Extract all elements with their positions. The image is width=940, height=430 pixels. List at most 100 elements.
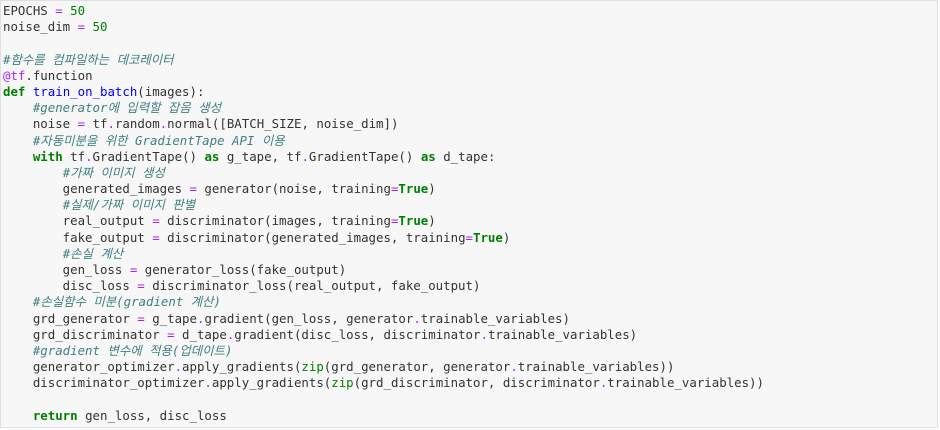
code-token: fake_output [3, 229, 153, 245]
code-token: discriminator_optimizer [3, 375, 205, 391]
code-line: #gradient 변수에 적용(업데이트) [3, 343, 764, 359]
code-line: @tf.function [3, 68, 764, 84]
code-token: discriminator(generated_images, training [159, 229, 466, 245]
code-token: normal([BATCH_SIZE, noise_dim]) [167, 116, 399, 132]
code-line: #함수를 컴파일하는 데코레이터 [3, 52, 764, 68]
comment-token: #손실 계산 [62, 245, 124, 261]
operator-token: = [137, 310, 145, 326]
operator-token: = [465, 229, 473, 245]
number-token: 50 [92, 19, 108, 35]
keyword-token: True [473, 229, 503, 245]
code-token: random [114, 116, 160, 132]
code-token: generator(noise, training [196, 181, 391, 197]
keyword-token: as [204, 148, 220, 164]
comment-token: #실제/가짜 이미지 판별 [62, 197, 196, 213]
code-token: gen_loss [3, 262, 130, 277]
code-token: grd_discriminator [3, 326, 168, 342]
operator-token: = [55, 3, 63, 18]
decorator-token: @tf [3, 67, 26, 83]
code-line: generated_images = generator(noise, trai… [3, 181, 764, 197]
code-token: (grd_generator, generator [323, 359, 511, 375]
code-token [85, 19, 92, 34]
operator-token: . [174, 359, 183, 375]
code-token: generator_optimizer [3, 359, 175, 375]
code-token: trainable_variables) [487, 326, 638, 342]
function-name-token: train_on_batch [32, 83, 138, 99]
code-token: GradientTape() [308, 148, 421, 164]
code-line: #손실함수 미분(gradient 계산) [3, 294, 764, 310]
builtin-token: zip [331, 375, 354, 391]
code-line: grd_generator = g_tape.gradient(gen_loss… [3, 311, 764, 327]
code-token: (grd_discriminator, discriminator [353, 375, 600, 391]
code-line [3, 392, 764, 408]
code-token [3, 246, 63, 261]
operator-token: = [152, 229, 160, 245]
code-token [3, 149, 33, 164]
code-line: grd_discriminator = d_tape.gradient(disc… [3, 327, 764, 343]
code-line: #자동미분을 위한 GradientTape API 이용 [3, 133, 764, 149]
operator-token: . [85, 148, 93, 164]
code-token: g_tape, tf [219, 148, 302, 164]
code-token: .function [25, 67, 93, 83]
code-token: discriminator(images, training [159, 213, 391, 229]
code-line: #손실 계산 [3, 246, 764, 262]
code-token: trainable_variables)) [607, 375, 764, 391]
operator-token: . [599, 375, 608, 391]
code-line: fake_output = discriminator(generated_im… [3, 230, 764, 246]
code-line: return gen_loss, disc_loss [3, 408, 764, 424]
code-token [3, 197, 63, 212]
code-token [3, 133, 33, 148]
code-token: (images): [137, 83, 205, 99]
code-token: tf [62, 148, 86, 164]
operator-token: = [167, 326, 175, 342]
code-line: with tf.GradientTape() as g_tape, tf.Gra… [3, 149, 764, 165]
operator-token: = [77, 116, 86, 132]
code-token [3, 294, 33, 309]
code-token: disc_loss [3, 278, 138, 294]
code-token: trainable_variables)) [517, 359, 675, 375]
keyword-token: True [398, 213, 429, 229]
code-line: generator_optimizer.apply_gradients(zip(… [3, 359, 764, 375]
code-token: gradient(disc_loss, discriminator [234, 326, 481, 342]
code-token: discriminator_loss(real_output, fake_out… [144, 278, 481, 294]
code-token: generated_images [3, 181, 190, 197]
code-token: trainable_variables) [420, 310, 570, 326]
comment-token: #generator에 입력할 잡음 생성 [32, 100, 222, 116]
code-token [3, 343, 33, 358]
code-token [3, 165, 63, 180]
comment-token: #gradient 변수에 적용(업데이트) [32, 342, 233, 358]
code-token: tf [85, 116, 108, 132]
code-line: EPOCHS = 50 [3, 3, 764, 19]
code-token: gradient(gen_loss, generator [204, 310, 414, 326]
code-line: discriminator_optimizer. apply_gradients(… [3, 375, 764, 391]
code-token: ) [428, 213, 436, 229]
code-line: real_output = discriminator(images, trai… [3, 213, 764, 229]
builtin-token: zip [301, 359, 324, 375]
code-token: g_tape [144, 310, 197, 326]
code-token [3, 100, 33, 115]
code-token: d_tape [174, 326, 227, 342]
comment-token: #함수를 컴파일하는 데코레이터 [3, 51, 174, 67]
code-token: generator_loss(fake_output) [137, 262, 347, 277]
code-token: apply_gradients( [182, 359, 302, 375]
code-token [3, 408, 33, 423]
operator-token: . [480, 326, 488, 342]
code-line: #generator에 입력할 잡음 생성 [3, 100, 764, 116]
operator-token: . [107, 116, 115, 132]
keyword-token: as [420, 148, 436, 164]
comment-token: #자동미분을 위한 GradientTape API 이용 [32, 132, 285, 148]
code-line: #실제/가짜 이미지 판별 [3, 197, 764, 213]
code-line: gen_loss = generator_loss(fake_output) [3, 262, 764, 278]
operator-token: = [152, 213, 160, 229]
operator-token: = [189, 181, 197, 197]
code-token: d_tape: [435, 148, 496, 164]
code-token: noise [3, 116, 78, 132]
code-token: apply_gradients( [211, 375, 332, 391]
operator-token: = [129, 262, 138, 277]
operator-token: = [137, 278, 145, 294]
operator-token: . [196, 310, 205, 326]
code-token: EPOCHS [3, 3, 56, 18]
operator-token: . [226, 326, 235, 342]
